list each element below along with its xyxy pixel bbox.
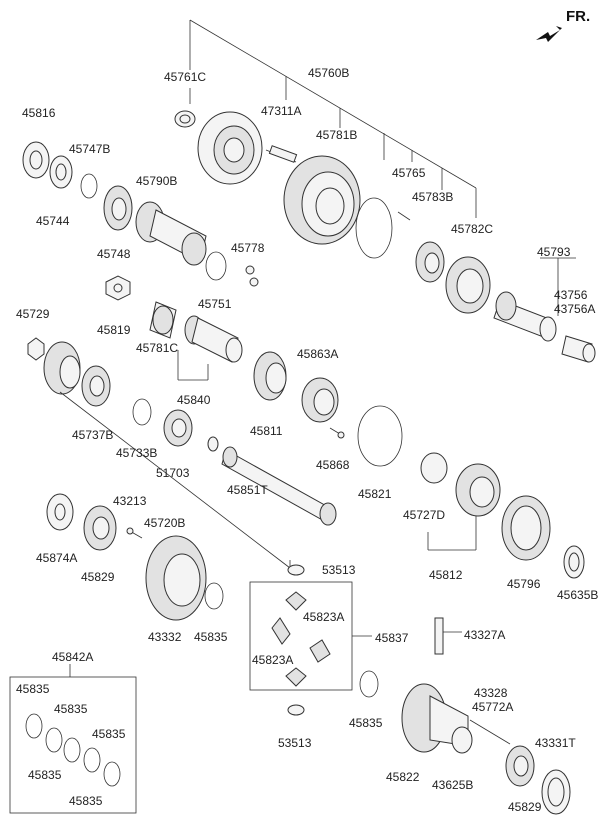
part-label: 45760B [308, 66, 350, 80]
part-label: 45823A [252, 653, 294, 667]
part-label: 45829 [81, 570, 115, 584]
part-label: 45874A [36, 551, 78, 565]
part-53513-washer-top [287, 564, 305, 576]
part-45796-ring-gear [501, 495, 551, 561]
part-label: 45778 [231, 241, 265, 255]
part-label: 45829 [508, 800, 542, 814]
part-45863A-retainer [301, 377, 339, 423]
part-label: 45751 [198, 297, 232, 311]
part-53513-washer-bottom [287, 704, 305, 716]
part-label: 45733B [116, 446, 158, 460]
part-43213-bolt [126, 527, 134, 535]
part-label: 45812 [429, 568, 463, 582]
part-label: 45835 [16, 682, 50, 696]
part-label: 45737B [72, 428, 114, 442]
part-45840-shaft [184, 315, 243, 363]
part-43332-final-gear [145, 535, 207, 621]
part-45781C-sleeve [149, 301, 177, 339]
part-45765-snap-ring [355, 197, 411, 259]
part-label: 45635B [557, 588, 599, 602]
part-45835-shim-set [25, 713, 121, 787]
part-45811-gear [253, 351, 287, 401]
part-carrier-housing [197, 111, 298, 185]
front-direction-arrow-icon [536, 26, 562, 42]
part-label: 45783B [412, 190, 454, 204]
part-label: 43332 [148, 630, 182, 644]
part-label: 43327A [464, 628, 506, 642]
part-45761C-seal [174, 110, 196, 128]
part-label: 43213 [113, 494, 147, 508]
part-45851T-shaft [207, 436, 337, 526]
part-label: 43625B [432, 778, 474, 792]
part-label: 45835 [349, 716, 383, 730]
part-counter-drive-gear [43, 341, 81, 395]
part-label: 45823A [303, 610, 345, 624]
part-label: 45727D [403, 508, 446, 522]
part-45751-snap-ring [205, 251, 227, 281]
part-label: 45729 [16, 307, 50, 321]
part-45822-differential-case [401, 683, 473, 754]
part-label: 45782C [451, 222, 494, 236]
part-label: 45842A [52, 650, 94, 664]
part-label: 45851T [227, 483, 268, 497]
part-label: 53513 [278, 736, 312, 750]
part-label: 45747B [69, 142, 111, 156]
part-label: 53513 [322, 563, 356, 577]
part-label: 45793 [537, 245, 571, 259]
part-45781B-ring-gear [283, 155, 361, 245]
part-label: 45796 [507, 577, 541, 591]
part-45727D-bushing [420, 452, 448, 484]
part-label: 43331T [535, 736, 576, 750]
part-45778-clip [245, 265, 259, 287]
part-label: 45822 [386, 770, 420, 784]
part-label: 45761C [164, 70, 207, 84]
part-45868-bolt [337, 431, 345, 439]
part-label: 45772A [472, 700, 514, 714]
part-label: 45816 [22, 106, 56, 120]
part-label: 45840 [177, 393, 211, 407]
part-label: 45868 [316, 458, 350, 472]
part-45821-snap-ring [357, 405, 403, 467]
part-pinion-gears [271, 591, 331, 687]
part-label: 45819 [97, 323, 131, 337]
part-label: 45837 [375, 631, 409, 645]
part-label: 45765 [392, 166, 426, 180]
part-45835-snap-ring-a [204, 582, 224, 610]
part-45790B-drive-gear [135, 201, 207, 266]
part-45783B-bearing [415, 241, 445, 283]
orientation-label: FR. [566, 8, 591, 25]
part-45812-gear [455, 463, 501, 517]
part-label: 45821 [358, 487, 392, 501]
part-label: 45748 [97, 247, 131, 261]
part-label: 43756 [554, 288, 588, 302]
part-43327A-pinion-shaft [434, 617, 462, 655]
part-label: 45835 [194, 630, 228, 644]
part-label: 45790B [136, 174, 178, 188]
part-label: 45781B [316, 128, 358, 142]
part-label: 45835 [69, 794, 103, 808]
box-45842A-kit [9, 676, 137, 814]
part-label: 45835 [92, 727, 126, 741]
part-label: 45835 [54, 702, 88, 716]
part-label: 45720B [144, 516, 186, 530]
part-label: 43756A [554, 302, 596, 316]
part-label: 45835 [28, 768, 62, 782]
part-45747B-snap-ring [80, 173, 98, 199]
part-label: 45744 [36, 214, 70, 228]
part-label: 51703 [156, 466, 190, 480]
part-45782C-bearing-race [445, 256, 491, 314]
part-label: 45863A [297, 347, 339, 361]
part-label: 45781C [136, 341, 179, 355]
part-45733B-snap-ring [132, 398, 152, 426]
part-45729-nut [27, 337, 45, 361]
part-label: 47311A [261, 104, 302, 118]
part-label: 45811 [250, 424, 283, 438]
part-45793-output-shaft [493, 291, 596, 363]
part-45835-snap-ring-b [359, 670, 379, 698]
part-label: 43328 [474, 686, 508, 700]
